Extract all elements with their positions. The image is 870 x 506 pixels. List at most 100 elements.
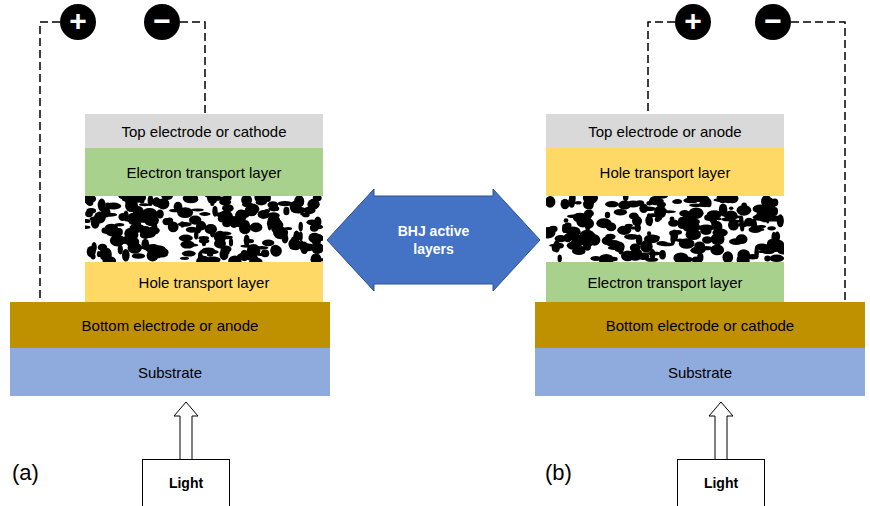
texture-blob <box>674 230 682 235</box>
texture-blob <box>646 201 652 205</box>
texture-blob <box>557 243 563 248</box>
node-text: Top electrode or anode <box>588 123 741 140</box>
dashed-wire <box>648 22 675 114</box>
texture-blob <box>241 196 252 205</box>
texture-blob <box>91 242 96 253</box>
texture-blob <box>123 210 128 221</box>
node-text: Electron transport layer <box>126 164 281 181</box>
texture-blob <box>267 218 282 229</box>
texture-blob <box>698 225 714 232</box>
texture-blob <box>290 201 301 213</box>
texture-blob <box>270 245 282 256</box>
texture-blob <box>210 202 214 206</box>
texture-blob <box>605 201 619 207</box>
node-text: − <box>153 6 171 36</box>
texture-blob <box>760 210 776 221</box>
texture-blob <box>702 236 712 244</box>
transport-layer: Electron transport layer <box>546 262 784 302</box>
texture-blob <box>719 204 728 216</box>
texture-blob <box>186 244 198 247</box>
texture-blob <box>122 249 130 262</box>
texture-blob <box>687 196 700 203</box>
texture-blob <box>152 221 158 232</box>
texture-blob <box>701 246 712 250</box>
texture-blob <box>85 196 96 204</box>
substrate-layer: Substrate <box>10 348 330 396</box>
texture-blob <box>564 218 569 222</box>
texture-blob <box>283 207 289 216</box>
texture-blob <box>736 234 748 244</box>
electrode-layer: Top electrode or cathode <box>85 114 323 148</box>
transport-layer: Hole transport layer <box>85 262 323 302</box>
texture-blob <box>561 199 570 210</box>
texture-blob <box>610 257 618 260</box>
texture-blob <box>679 210 690 217</box>
texture-blob <box>697 253 703 262</box>
texture-blob <box>754 246 759 259</box>
texture-blob <box>125 197 132 205</box>
texture-blob <box>178 222 192 227</box>
texture-blob <box>669 230 675 235</box>
terminal-minus: − <box>144 4 180 40</box>
texture-blob <box>245 221 249 225</box>
texture-blob <box>567 241 581 249</box>
callout-arrow: BHJ active layers <box>326 188 541 292</box>
electrode-layer: Bottom electrode or cathode <box>535 302 865 348</box>
texture-blob <box>213 196 221 201</box>
texture-blob <box>254 196 269 204</box>
blend-texture <box>546 196 784 262</box>
node-text: Light <box>169 475 203 491</box>
terminal-plus: + <box>675 4 711 40</box>
texture-blob <box>647 231 651 236</box>
texture-blob <box>179 235 193 242</box>
texture-blob <box>85 219 91 223</box>
texture-blob <box>558 255 562 263</box>
texture-blob <box>222 204 234 212</box>
texture-blob <box>660 243 674 247</box>
texture-blob <box>250 223 263 233</box>
texture-blob <box>617 226 631 235</box>
texture-blob <box>258 210 270 219</box>
texture-blob <box>625 224 633 227</box>
texture-blob <box>606 223 616 232</box>
texture-blob <box>629 250 643 261</box>
node-text: Bottom electrode or cathode <box>606 317 794 334</box>
texture-blob <box>156 210 164 219</box>
texture-blob <box>247 247 252 256</box>
texture-blob <box>626 201 641 208</box>
texture-blob <box>546 196 555 208</box>
texture-blob <box>268 201 279 208</box>
texture-blob <box>635 249 642 256</box>
texture-blob <box>103 213 117 217</box>
texture-blob <box>197 221 207 230</box>
texture-blob <box>673 199 682 204</box>
dashed-wire <box>180 22 205 114</box>
texture-blob <box>177 207 193 218</box>
texture-blob <box>288 238 298 250</box>
texture-blob <box>659 250 666 259</box>
transport-layer: Electron transport layer <box>85 148 323 196</box>
texture-blob <box>771 199 778 207</box>
texture-blob <box>655 210 663 221</box>
node-text: Light <box>704 475 738 491</box>
texture-blob <box>300 245 315 251</box>
substrate-layer: Substrate <box>535 348 865 396</box>
texture-blob <box>90 216 104 221</box>
texture-blob <box>213 212 228 216</box>
texture-blob <box>230 216 239 228</box>
light-arrow <box>174 402 198 459</box>
texture-blob <box>194 231 198 240</box>
electrode-layer: Bottom electrode or anode <box>10 302 330 348</box>
texture-blob <box>587 197 594 210</box>
texture-blob <box>299 222 303 232</box>
texture-blob <box>237 253 248 260</box>
texture-blob <box>124 237 138 242</box>
texture-blob <box>668 219 679 226</box>
texture-blob <box>632 216 642 226</box>
texture-blob <box>758 250 768 253</box>
texture-blob <box>311 253 322 262</box>
texture-blob <box>221 246 232 253</box>
node-text: Top electrode or cathode <box>121 123 286 140</box>
texture-blob <box>729 207 734 211</box>
